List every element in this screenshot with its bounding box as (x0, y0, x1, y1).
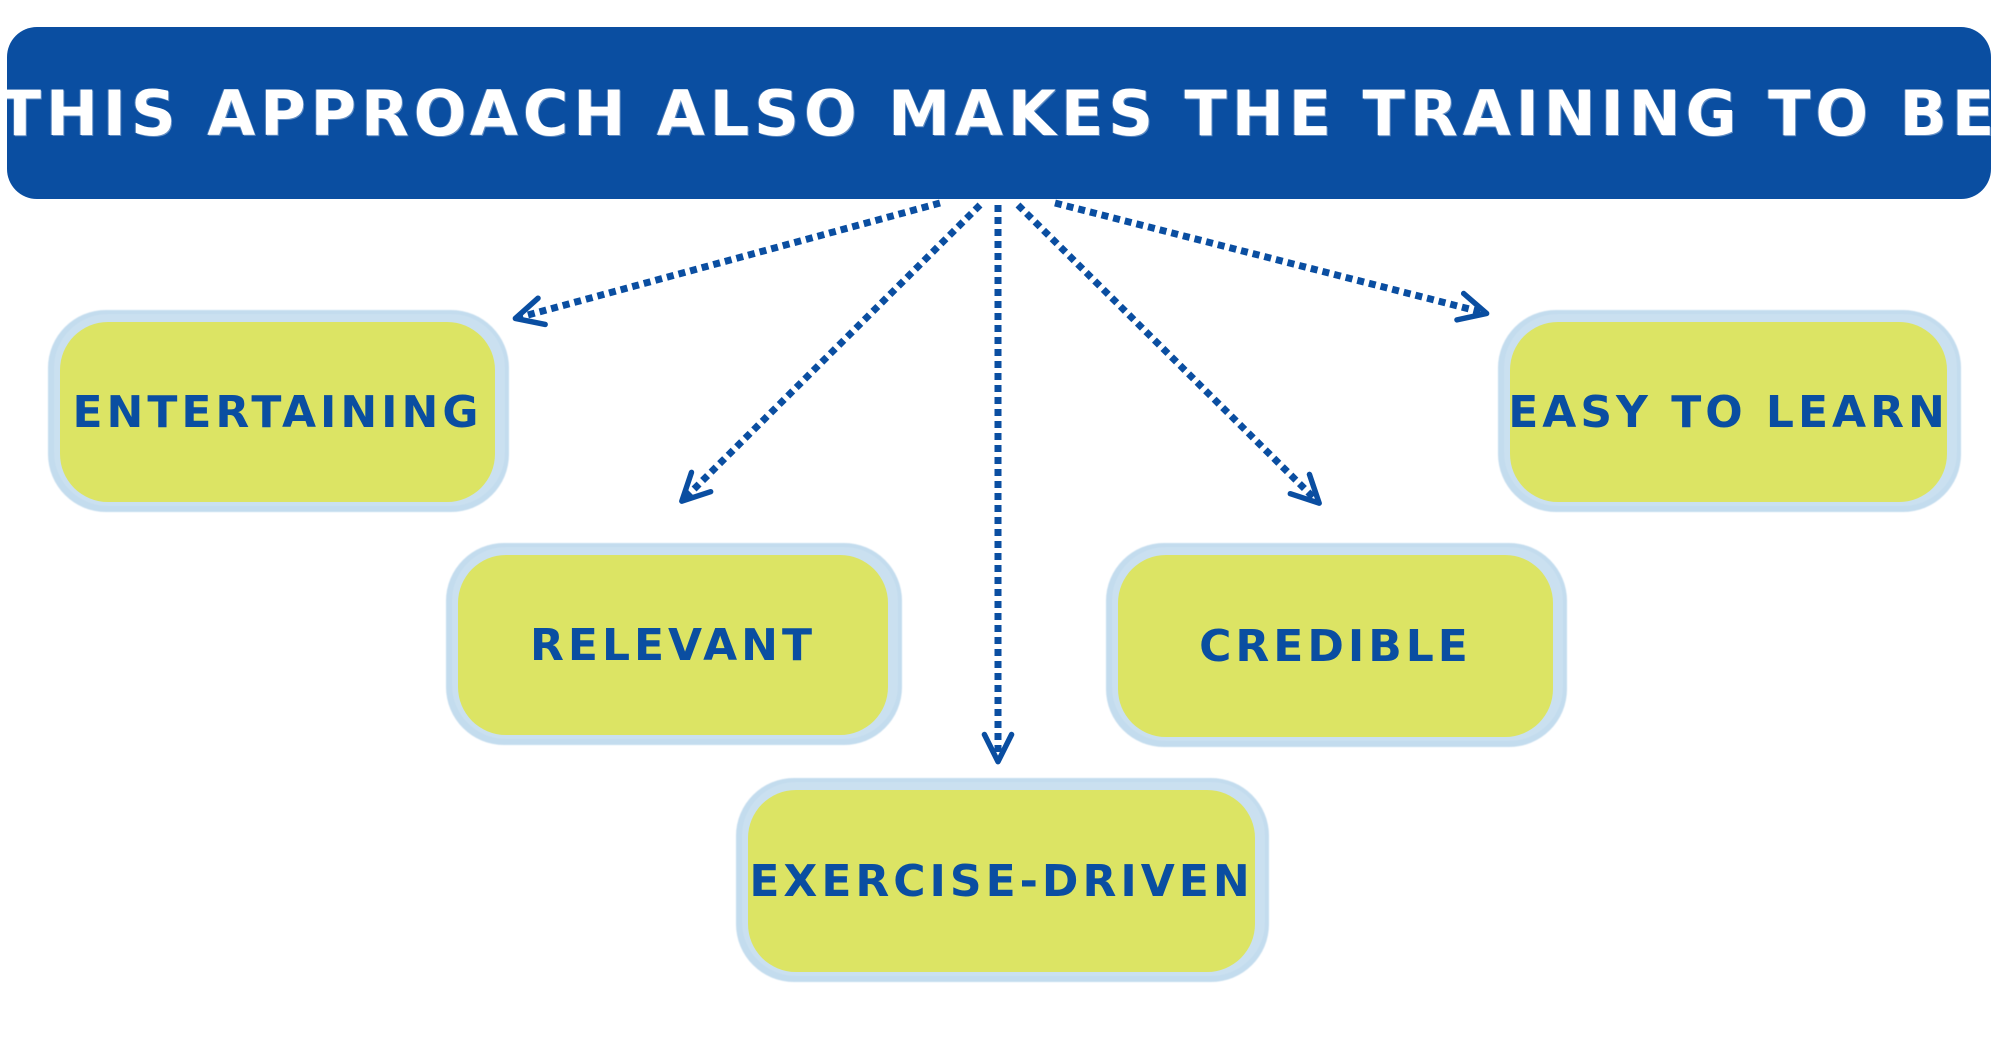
node-entertaining: ENTERTAINING (48, 310, 509, 512)
node-body: EXERCISE-DRIVEN (748, 790, 1255, 972)
node-relevant: RELEVANT (446, 543, 902, 745)
node-label-relevant: RELEVANT (530, 619, 816, 671)
node-exercise-driven: EXERCISE-DRIVEN (736, 778, 1269, 982)
arrow-to-entertaining (512, 199, 941, 328)
node-credible: CREDIBLE (1106, 543, 1567, 747)
node-label-entertaining: ENTERTAINING (72, 386, 483, 438)
node-label-exercise-driven: EXERCISE-DRIVEN (749, 855, 1254, 907)
node-body: RELEVANT (458, 555, 888, 735)
node-body: CREDIBLE (1118, 555, 1553, 737)
node-body: EASY TO LEARN (1508, 322, 1949, 502)
diagram-title: THIS APPROACH ALSO MAKES THE TRAINING TO… (0, 76, 2000, 150)
arrow-to-easy-to-learn (1054, 199, 1490, 323)
arrow-to-relevant (679, 202, 983, 504)
title-banner: THIS APPROACH ALSO MAKES THE TRAINING TO… (0, 27, 1994, 199)
node-easy-to-learn: EASY TO LEARN (1498, 310, 1961, 512)
node-body: ENTERTAINING (60, 322, 495, 502)
node-label-easy-to-learn: EASY TO LEARN (1508, 386, 1949, 438)
arrow-to-credible (1015, 202, 1322, 506)
node-label-credible: CREDIBLE (1199, 620, 1472, 672)
